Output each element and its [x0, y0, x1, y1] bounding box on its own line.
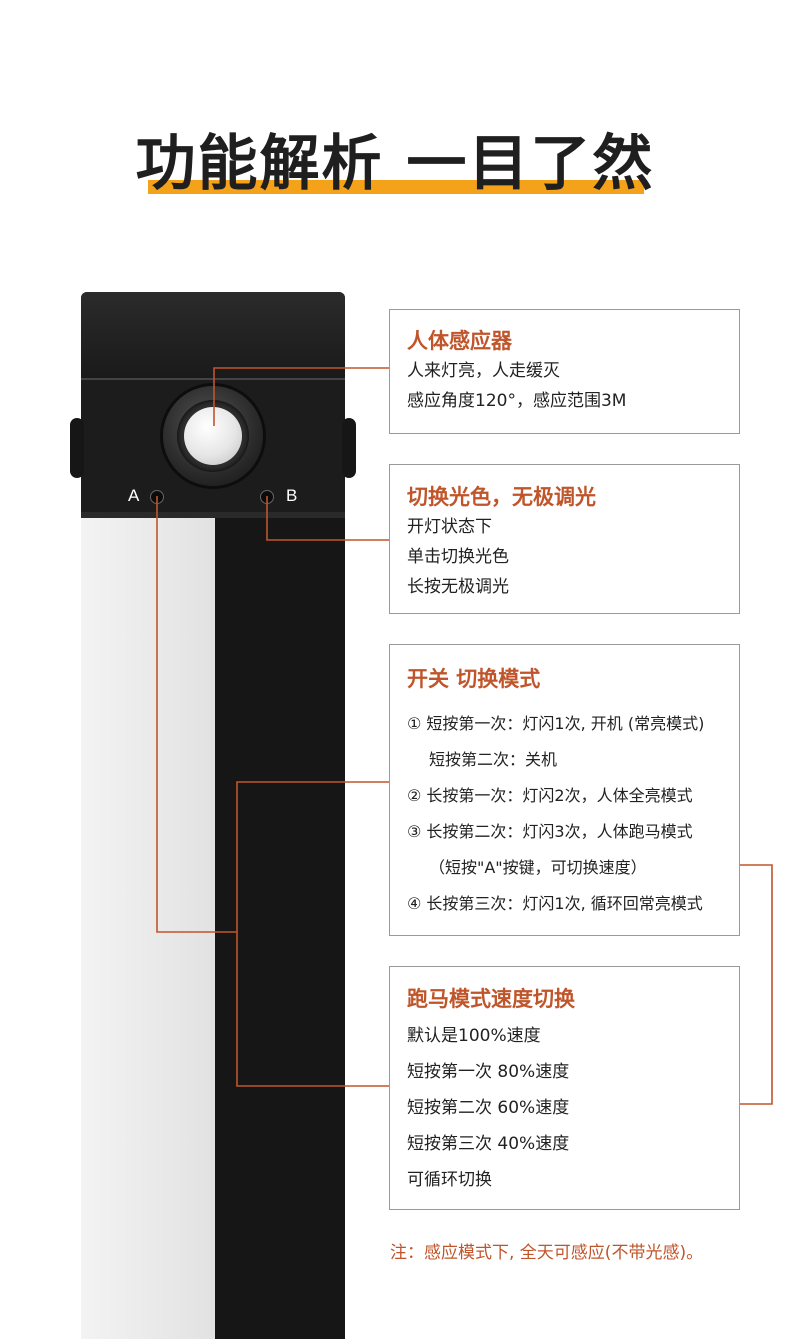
sensor-info-box: 人体感应器 人来灯亮，人走缓灭 感应角度120°，感应范围3M — [389, 309, 740, 434]
box-line: 可循环切换 — [407, 1170, 492, 1190]
box-title: 切换光色，无极调光 — [407, 485, 596, 509]
device-top-cap — [81, 292, 345, 380]
page-title: 功能解析 一目了然 — [135, 129, 655, 199]
sensor-connector — [213, 367, 389, 426]
box-line: 开灯状态下 — [407, 517, 492, 537]
box-line: 默认是100%速度 — [407, 1026, 541, 1046]
box-line: ④ 长按第三次：灯闪1次, 循环回常亮模式 — [407, 894, 703, 913]
box-line: 长按无极调光 — [407, 577, 509, 597]
box-line: 短按第一次 80%速度 — [407, 1062, 570, 1082]
device-side-clip-right — [342, 418, 356, 478]
color-dimming-info-box: 切换光色，无极调光 开灯状态下 单击切换光色 长按无极调光 — [389, 464, 740, 614]
box-line: （短按"A"按键，可切换速度） — [429, 858, 647, 877]
box-title: 人体感应器 — [407, 329, 512, 353]
motion-sensor-lens — [184, 407, 242, 465]
button-b-connector — [266, 496, 389, 541]
box-line: 单击切换光色 — [407, 547, 509, 567]
box-line: ③ 长按第二次：灯闪3次，人体跑马模式 — [407, 822, 693, 841]
box-line: 短按第二次 60%速度 — [407, 1098, 570, 1118]
box-title: 开关 切换模式 — [407, 667, 541, 691]
light-bar-lit-panel — [81, 518, 215, 1339]
title-underline — [148, 180, 644, 194]
button-b-label: B — [286, 486, 298, 505]
box-line: 感应角度120°，感应范围3M — [407, 391, 627, 411]
chase-speed-info-box: 跑马模式速度切换 默认是100%速度 短按第一次 80%速度 短按第二次 60%… — [389, 966, 740, 1210]
box-line: 人来灯亮，人走缓灭 — [407, 361, 560, 381]
switch-mode-connector — [236, 781, 389, 1087]
box-line: ① 短按第一次：灯闪1次, 开机 (常亮模式) — [407, 714, 705, 733]
device-side-clip-left — [70, 418, 84, 478]
box-line: ② 长按第一次：灯闪2次，人体全亮模式 — [407, 786, 693, 805]
footnote: 注：感应模式下, 全天可感应(不带光感)。 — [390, 1243, 704, 1263]
button-a-connector — [156, 496, 237, 933]
box-title: 跑马模式速度切换 — [407, 987, 575, 1011]
device-head-edge — [81, 512, 345, 518]
button-a-label: A — [128, 486, 140, 505]
switch-mode-info-box: 开关 切换模式 ① 短按第一次：灯闪1次, 开机 (常亮模式) 短按第二次：关机… — [389, 644, 740, 936]
box-line: 短按第二次：关机 — [429, 750, 558, 769]
box-line: 短按第三次 40%速度 — [407, 1134, 570, 1154]
